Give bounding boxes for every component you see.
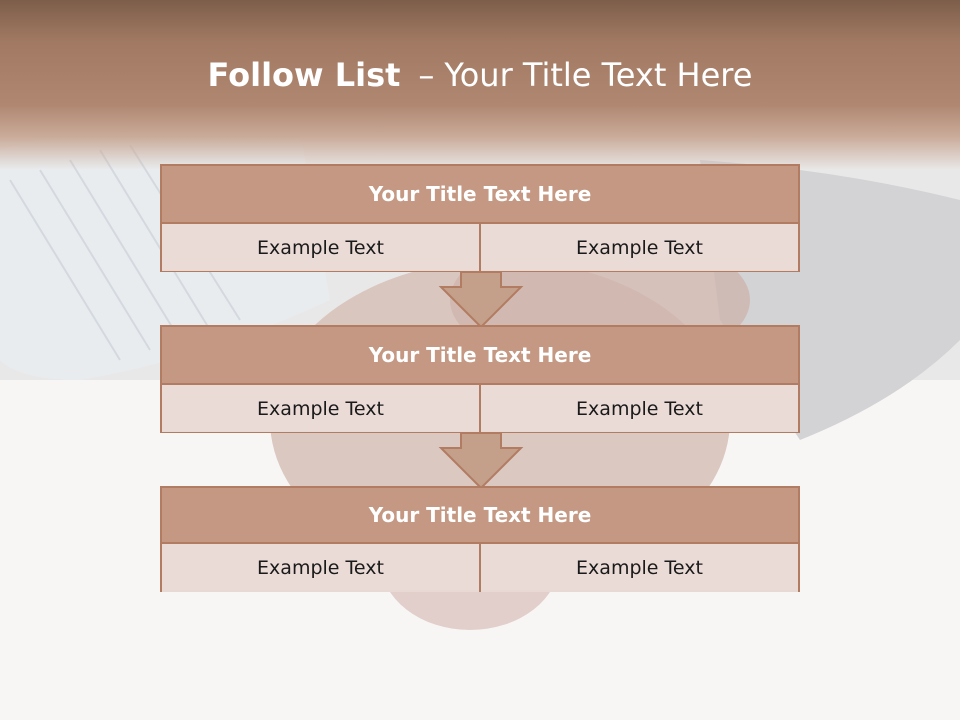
step-title: Your Title Text Here bbox=[162, 327, 798, 385]
title-rest-text: Your Title Text Here bbox=[444, 56, 753, 94]
step-cell-right: Example Text bbox=[479, 544, 798, 592]
down-arrow-icon bbox=[438, 432, 524, 490]
step-box-3: Your Title Text Here Example Text Exampl… bbox=[160, 486, 800, 592]
step-row: Example Text Example Text bbox=[162, 224, 798, 271]
step-cell-left: Example Text bbox=[162, 385, 479, 432]
down-arrow-icon bbox=[438, 271, 524, 329]
step-box-1: Your Title Text Here Example Text Exampl… bbox=[160, 164, 800, 272]
step-row: Example Text Example Text bbox=[162, 544, 798, 592]
step-row: Example Text Example Text bbox=[162, 385, 798, 432]
page-title: Follow List–Your Title Text Here bbox=[0, 52, 960, 98]
step-cell-right: Example Text bbox=[479, 385, 798, 432]
step-cell-right: Example Text bbox=[479, 224, 798, 271]
step-title: Your Title Text Here bbox=[162, 488, 798, 544]
header-band bbox=[0, 0, 960, 170]
step-cell-left: Example Text bbox=[162, 224, 479, 271]
title-separator: – bbox=[418, 56, 435, 94]
step-cell-left: Example Text bbox=[162, 544, 479, 592]
title-bold-text: Follow List bbox=[207, 56, 401, 94]
step-box-2: Your Title Text Here Example Text Exampl… bbox=[160, 325, 800, 433]
step-title: Your Title Text Here bbox=[162, 166, 798, 224]
